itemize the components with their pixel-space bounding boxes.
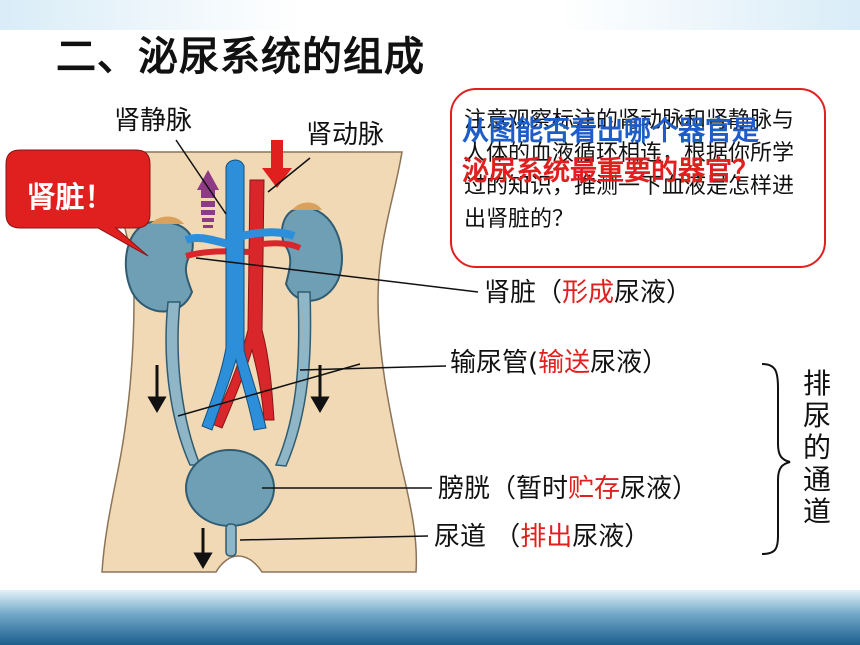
callout-text: 肾脏！ (26, 180, 114, 214)
urethra (225, 523, 237, 557)
footer-band (0, 590, 860, 645)
header-band (0, 0, 860, 30)
passage-brace (761, 363, 791, 555)
label-renal-artery: 肾动脉 (306, 120, 385, 150)
vein-flow-arrow (197, 170, 219, 228)
question-line-2: 泌尿系统最重要的器官？ (462, 156, 759, 187)
label-ureter: 输尿管(输送尿液） (450, 348, 669, 378)
label-bladder: 膀胱（暂时贮存尿液） (438, 474, 699, 504)
artery-flow-arrow (262, 140, 292, 188)
note-box (450, 88, 826, 268)
left-kidney (124, 220, 194, 313)
label-urethra: 尿道 （排出尿液） (434, 522, 651, 552)
question-overlay: 从图能否看出哪个器官是 泌尿系统最重要的器官？ (462, 112, 842, 192)
callout-bubble (5, 149, 151, 257)
right-ureter (274, 291, 312, 467)
aorta (211, 179, 275, 429)
label-kidney: 肾脏（形成尿液） (484, 278, 693, 308)
bladder (185, 449, 275, 527)
label-renal-vein: 肾静脉 (114, 106, 193, 136)
passage-label: 排 尿 的 通 道 (802, 367, 831, 528)
question-line-1: 从图能否看出哪个器官是 (462, 116, 759, 147)
slide-title: 二、泌尿系统的组成 (56, 34, 425, 80)
urine-flow-arrows (147, 365, 330, 569)
note-text: 注意观察标注的肾动脉和肾静脉与人体的血液循环相连，根据你所学过的知识，推测一下血… (464, 108, 795, 232)
